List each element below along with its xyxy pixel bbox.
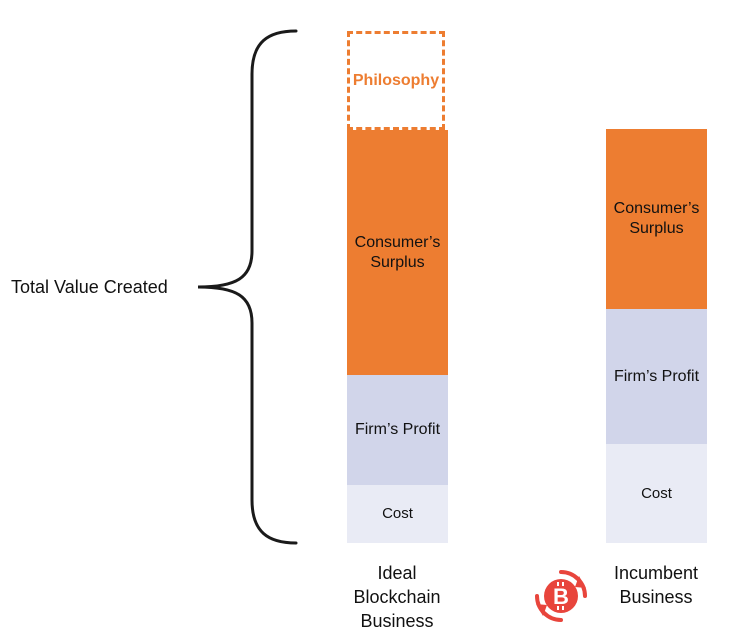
- total-value-label: Total Value Created: [11, 277, 168, 297]
- incumbent-firm-profit-segment: Firm’s Profit: [606, 309, 707, 444]
- incumbent-business-label: Incumbent Business: [613, 563, 699, 607]
- svg-text:B: B: [553, 584, 569, 609]
- curly-brace-icon: [197, 29, 298, 545]
- incumbent-consumer-surplus-segment: Consumer’s Surplus: [606, 129, 707, 309]
- incumbent-cost-segment: Cost: [606, 444, 707, 543]
- philosophy-segment: Philosophy: [347, 31, 445, 130]
- ideal-consumer-surplus-segment: Consumer’s Surplus: [347, 130, 448, 375]
- bitcoin-logo-icon: B: [535, 570, 587, 622]
- ideal-firm-profit-segment: Firm’s Profit: [347, 375, 448, 485]
- ideal-cost-segment: Cost: [347, 485, 448, 543]
- ideal-blockchain-business-label: Ideal Blockchain Business: [353, 563, 441, 631]
